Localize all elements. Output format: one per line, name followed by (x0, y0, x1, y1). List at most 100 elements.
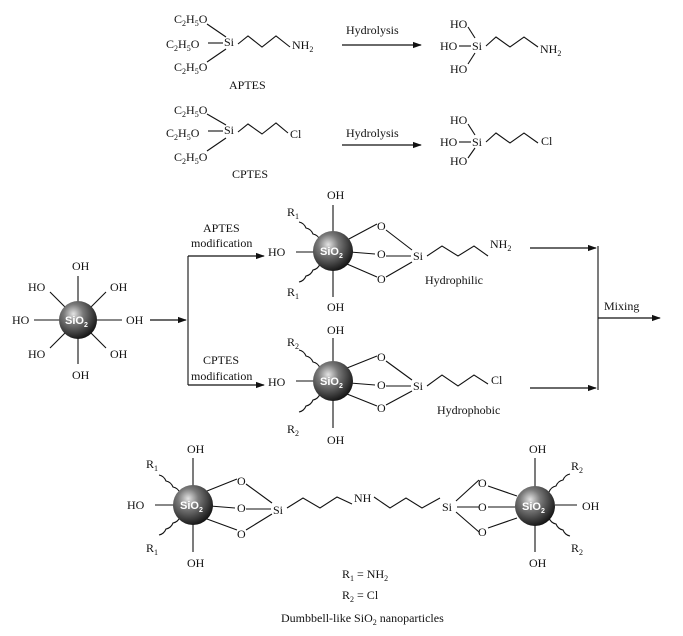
propyl-chain (485, 132, 539, 144)
amine-label: NH2 (540, 42, 561, 58)
hydroxyl-label: HO (440, 39, 458, 53)
sio2-sphere (313, 231, 353, 271)
ethoxy-label: C2H5O (174, 12, 208, 28)
bond (206, 137, 227, 152)
hydroxyl-label: OH (327, 300, 345, 314)
r1-label: R1 (287, 285, 299, 301)
chloro-label: Cl (541, 134, 553, 148)
svg-text:SiO2: SiO2 (65, 315, 88, 329)
cptes-hydrolysis: C2H5O C2H5O C2H5O Si Cl CPTES Hydrolysis… (166, 103, 553, 181)
silicon-label: Si (472, 39, 483, 53)
hydroxyl-label: OH (72, 259, 90, 273)
hydroxyl-label: HO (450, 113, 468, 127)
wavy-bond (298, 349, 321, 369)
hydroxyl-label: OH (187, 442, 205, 456)
hydroxyl-label: OH (582, 499, 600, 513)
cptes-mod-label: CPTES (203, 353, 239, 367)
hydroxyl-label: HO (28, 280, 46, 294)
svg-text:SiO2: SiO2 (522, 501, 545, 515)
r1-label: R1 (146, 457, 158, 473)
r1-label: R1 (146, 541, 158, 557)
r2-label: R2 (287, 335, 299, 351)
hydroxyl-label: HO (12, 313, 30, 327)
silicon-label: Si (273, 503, 284, 517)
oxygen-label: O (377, 350, 386, 364)
hydroxyl-bonds (34, 276, 122, 364)
oxygen-label: O (377, 401, 386, 415)
legend-r2: R2 = Cl (342, 588, 379, 604)
wavy-bond (548, 473, 571, 493)
hydroxyl-bonds (296, 205, 334, 297)
hydroxyl-bonds (534, 458, 577, 552)
hydrolysis-label: Hydrolysis (346, 126, 399, 140)
silicon-label: Si (224, 123, 235, 137)
figure-caption: Dumbbell-like SiO2 nanoparticles (281, 611, 444, 627)
amine-link-label: NH (354, 491, 372, 505)
r2-label: R2 (571, 541, 583, 557)
siloxane-bonds (206, 478, 273, 531)
hydroxyl-label: OH (126, 313, 144, 327)
hydroxyl-label: OH (72, 368, 90, 382)
ethoxy-label: C2H5O (166, 37, 200, 53)
hydroxyl-label: OH (110, 280, 128, 294)
hydroxyl-bonds (155, 458, 194, 552)
legend: R1 = NH2 R2 = Cl Dumbbell-like SiO2 nano… (281, 567, 444, 627)
hydroxyl-label: HO (450, 62, 468, 76)
oxygen-label: O (377, 378, 386, 392)
hydroxyl-label: HO (127, 498, 145, 512)
aptes-name: APTES (229, 78, 266, 92)
aptes-mod-label: APTES (203, 221, 240, 235)
hydroxyl-label: HO (450, 154, 468, 168)
oxygen-label: O (377, 219, 386, 233)
propyl-chain (237, 122, 289, 135)
hydroxyl-label: OH (110, 347, 128, 361)
propyl-chain (485, 36, 539, 48)
sio2-sphere (59, 301, 97, 339)
aptes-modified-particle: SiO2 OH OH HO R1 R1 O O O Si NH2 Hydroph… (268, 188, 511, 314)
propyl-chain (237, 35, 291, 48)
wavy-bond (548, 517, 571, 537)
hydroxyl-bonds (296, 338, 334, 428)
siloxane-bonds (346, 223, 413, 278)
hydroxyl-label: HO (268, 375, 286, 389)
hydroxyl-label: HO (28, 347, 46, 361)
ethoxy-label: C2H5O (174, 60, 208, 76)
mixing-step: Mixing (530, 244, 661, 392)
bond (467, 52, 476, 65)
chloro-label: Cl (290, 127, 302, 141)
sio2-sphere (173, 485, 213, 525)
bond (467, 123, 476, 136)
hydroxyl-label: HO (268, 245, 286, 259)
bond (467, 147, 476, 159)
dumbbell-product: SiO2 OH OH HO R1 R1 O O O Si NH Si O O O… (127, 442, 600, 570)
mixing-label: Mixing (604, 299, 639, 313)
oxygen-label: O (237, 527, 246, 541)
hydroxyl-label: HO (440, 135, 458, 149)
bond (206, 113, 227, 126)
siloxane-bonds (346, 355, 413, 407)
chloro-label: Cl (491, 373, 503, 387)
svg-text:SiO2: SiO2 (320, 376, 343, 390)
aptes-molecule: C2H5O C2H5O C2H5O Si NH2 APTES (166, 12, 313, 92)
ethoxy-label: C2H5O (166, 126, 200, 142)
hydroxyl-label: HO (450, 17, 468, 31)
amine-label: NH2 (490, 237, 511, 253)
cptes-modified-particle: SiO2 OH OH HO R2 R2 O O O Si Cl Hydropho… (268, 323, 503, 447)
hydrophobic-label: Hydrophobic (437, 403, 500, 417)
r1-label: R1 (287, 205, 299, 221)
silicon-label: Si (413, 379, 424, 393)
oxygen-label: O (237, 474, 246, 488)
oxygen-label: O (478, 500, 487, 514)
legend-r1: R1 = NH2 (342, 567, 388, 583)
modification-label: modification (191, 369, 252, 383)
wavy-bond (298, 221, 321, 241)
aptes-hydrolysis: C2H5O C2H5O C2H5O Si NH2 APTES Hydrolysi… (166, 12, 561, 92)
r2-label: R2 (571, 459, 583, 475)
svg-text:SiO2: SiO2 (320, 246, 343, 260)
siloxane-bonds (455, 479, 518, 533)
r2-label: R2 (287, 422, 299, 438)
oxygen-label: O (377, 272, 386, 286)
oxygen-label: O (377, 247, 386, 261)
propyl-chain (373, 496, 441, 509)
